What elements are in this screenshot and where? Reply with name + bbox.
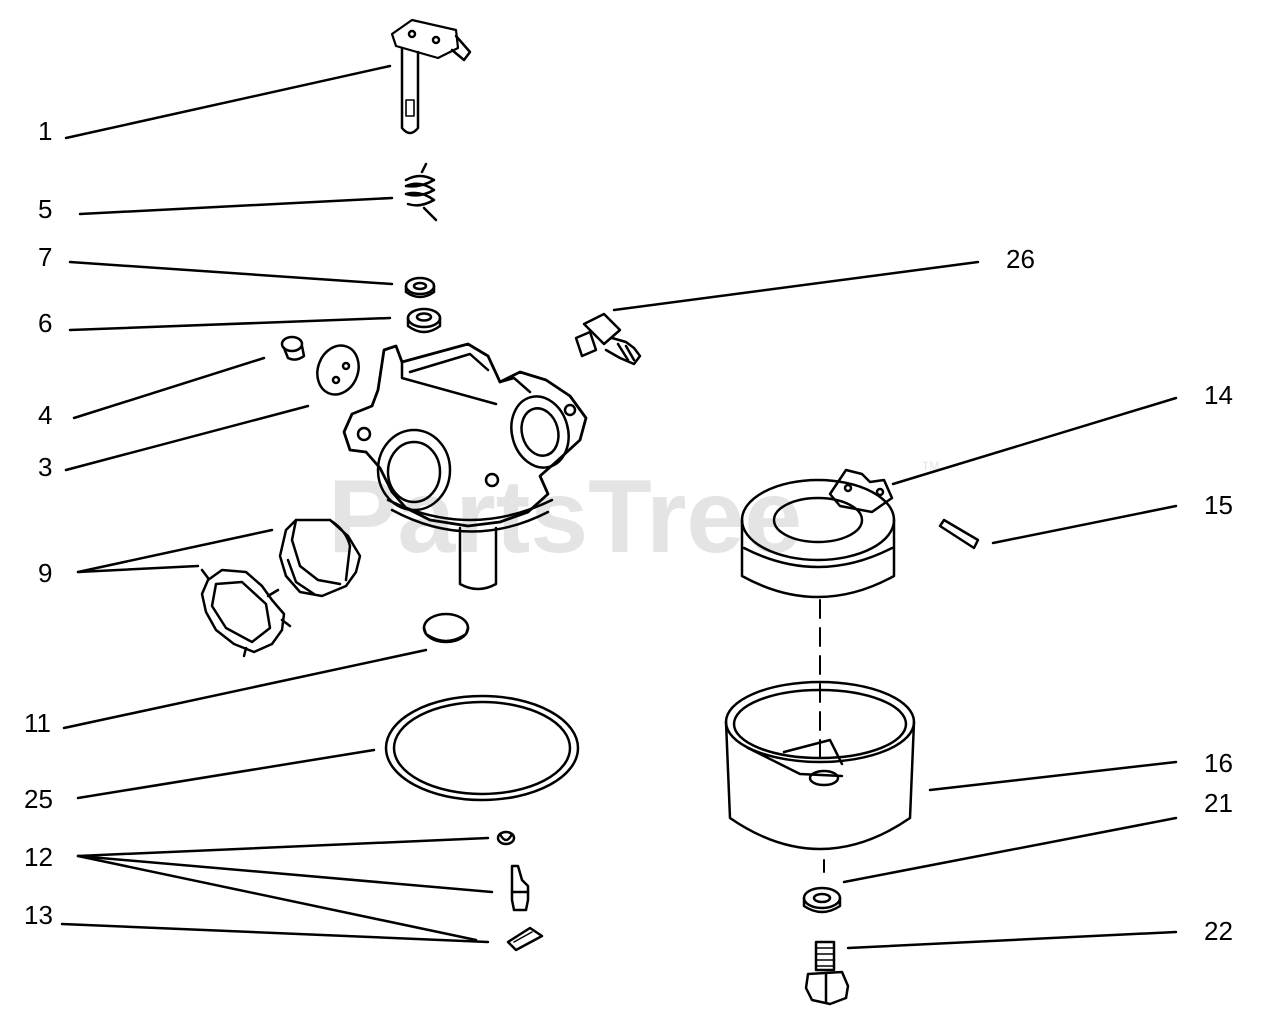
primer-retainer-part <box>200 568 292 658</box>
callout-12: 12 <box>24 842 53 872</box>
callout-21: 21 <box>1204 788 1233 818</box>
watermark-trademark: TM <box>922 459 939 473</box>
watermark: PartsTree <box>328 459 802 575</box>
callout-6: 6 <box>38 308 52 338</box>
inlet-needle-part <box>510 864 530 912</box>
o-ring-part <box>384 694 580 802</box>
callout-26: 26 <box>1006 244 1035 274</box>
callout-1: 1 <box>38 116 52 146</box>
seal-part-7 <box>404 276 436 299</box>
bowl-nut-part <box>804 940 850 1006</box>
throttle-plate-part <box>316 344 360 396</box>
welch-plug-part <box>422 612 470 644</box>
callout-16: 16 <box>1204 748 1233 778</box>
carburetor-body-part <box>342 342 588 591</box>
retainer-clip-part <box>506 926 544 952</box>
screw-part <box>280 335 306 361</box>
primer-bulb-part <box>278 518 362 598</box>
fuel-fitting-part <box>574 312 642 366</box>
callout-5: 5 <box>38 194 52 224</box>
spring-part <box>404 162 438 222</box>
needle-clip-part <box>496 830 516 846</box>
callout-14: 14 <box>1204 380 1233 410</box>
washer-part <box>802 886 842 914</box>
float-part <box>740 468 896 599</box>
float-pin-part <box>938 518 980 550</box>
callout-7: 7 <box>38 242 52 272</box>
throttle-shaft-part <box>390 18 472 135</box>
callout-4: 4 <box>38 400 52 430</box>
seal-part-6 <box>406 307 442 334</box>
callout-3: 3 <box>38 452 52 482</box>
callout-9: 9 <box>38 558 52 588</box>
leader-lines <box>60 64 1178 950</box>
callout-25: 25 <box>24 784 53 814</box>
callout-numbers: 1 5 7 6 26 4 3 14 15 9 11 25 16 21 12 13… <box>24 116 1233 946</box>
float-bowl-part <box>724 680 916 851</box>
callout-11: 11 <box>24 708 51 738</box>
callout-22: 22 <box>1204 916 1233 946</box>
callout-15: 15 <box>1204 490 1233 520</box>
callout-13: 13 <box>24 900 53 930</box>
